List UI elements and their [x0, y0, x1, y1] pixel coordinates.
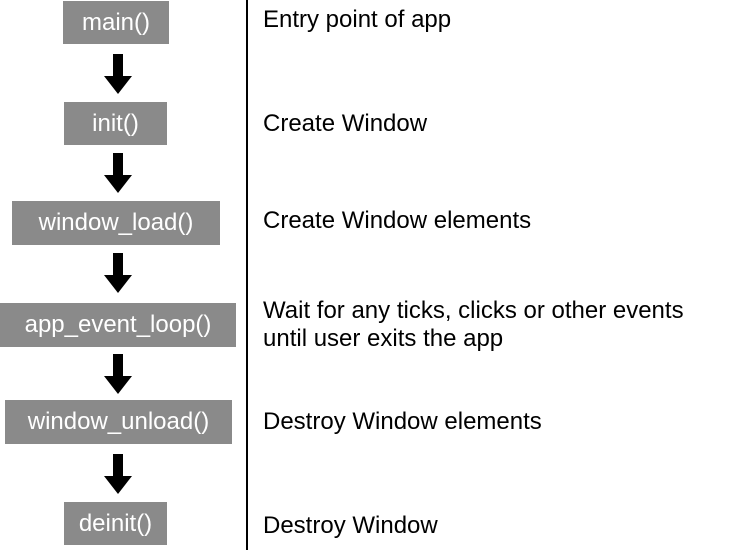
step-box-label: main(): [81, 8, 150, 36]
step-box-main: main(): [63, 1, 169, 44]
step-box-label: window_load(): [38, 209, 194, 236]
description-line: Create Window: [263, 110, 428, 137]
step-description-init: Create Window: [263, 110, 427, 138]
description-line: Entry point of app: [263, 6, 452, 33]
description-line: Destroy Window elements: [263, 408, 542, 435]
down-arrow-icon: [104, 454, 132, 494]
step-box-label: deinit(): [78, 509, 153, 537]
step-box-window-load: window_load(): [12, 201, 220, 245]
down-arrow-icon: [104, 354, 132, 394]
step-box-app-event-loop: app_event_loop(): [0, 303, 236, 347]
down-arrow-icon: [104, 253, 132, 293]
description-line: Create Window elements: [263, 207, 532, 234]
step-box-label: init(): [92, 109, 139, 137]
description-line: until user exits the app: [263, 325, 504, 352]
down-arrow-icon: [104, 153, 132, 193]
step-description-deinit: Destroy Window: [263, 512, 438, 540]
step-description-window-unload: Destroy Window elements: [263, 408, 542, 436]
step-box-label: window_unload(): [27, 408, 210, 435]
step-description-window-load: Create Window elements: [263, 207, 531, 235]
description-line: Destroy Window: [263, 512, 438, 539]
step-description-main: Entry point of app: [263, 6, 451, 34]
divider-line: [246, 0, 248, 550]
step-description-app-event-loop: Wait for any ticks, clicks or other even…: [263, 297, 684, 353]
step-box-window-unload: window_unload(): [5, 400, 232, 444]
description-line: Wait for any ticks, clicks or other even…: [263, 297, 684, 324]
step-box-label: app_event_loop(): [24, 311, 212, 338]
step-box-init: init(): [64, 102, 167, 145]
step-box-deinit: deinit(): [64, 502, 167, 545]
down-arrow-icon: [104, 54, 132, 94]
